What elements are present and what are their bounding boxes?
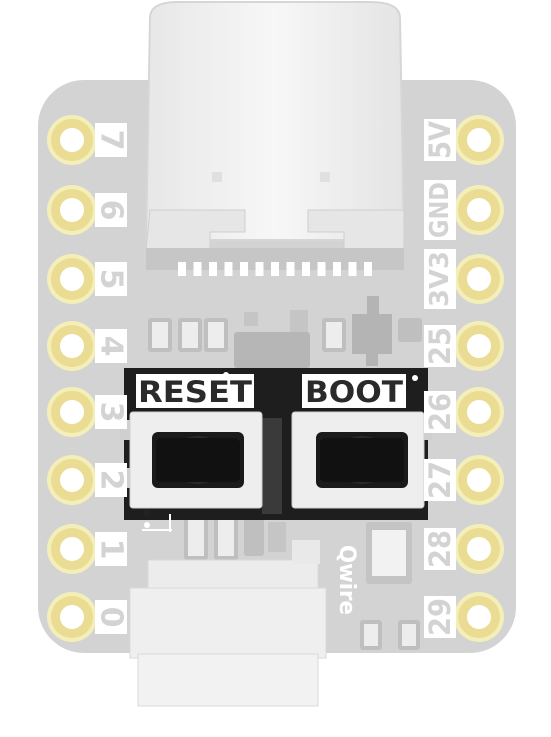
left-header-pad <box>47 321 97 371</box>
header-pads <box>47 115 504 642</box>
usb-contact <box>240 262 248 276</box>
usb-contacts <box>178 262 372 276</box>
usb-contact <box>178 262 186 276</box>
right-header-pad <box>454 592 504 642</box>
passive-components <box>148 296 422 650</box>
reset-button[interactable] <box>129 411 263 509</box>
right-pin-label: 5V <box>423 121 457 159</box>
left-header-pad <box>47 592 97 642</box>
left-pin-label: 4 <box>94 336 129 357</box>
usb-contact <box>193 262 202 276</box>
right-pin-label-bg <box>424 391 456 433</box>
silkscreen-marks <box>142 509 172 532</box>
left-pin-labels: 7 6 5 4 3 2 1 0 <box>94 123 129 634</box>
left-header-pad <box>47 254 97 304</box>
left-pin-label-bg <box>95 262 127 296</box>
left-pin-label-bg <box>95 193 127 227</box>
usb-contact <box>317 262 326 276</box>
left-header-pad <box>47 115 97 165</box>
right-pin-label: GND <box>425 182 455 238</box>
right-pin-label: 25 <box>423 327 457 365</box>
right-pin-label: 29 <box>423 598 457 636</box>
left-pin-label: 0 <box>94 607 129 628</box>
right-pin-label-bg <box>424 596 456 638</box>
left-pin-label-bg <box>95 532 127 566</box>
usb-contact <box>286 262 295 276</box>
left-pin-label: 5 <box>94 269 129 290</box>
left-pin-label: 7 <box>94 130 129 151</box>
usb-contact <box>333 262 341 276</box>
usb-contact <box>348 262 357 276</box>
qwiic-connector <box>129 540 327 707</box>
left-pin-label: 1 <box>94 539 129 560</box>
left-pin-label-bg <box>95 463 127 497</box>
usb-contact <box>364 262 372 276</box>
boot-button[interactable] <box>291 411 425 509</box>
right-header-pad <box>454 524 504 574</box>
left-header-pad <box>47 387 97 437</box>
right-header-pad <box>454 185 504 235</box>
usb-c-connector <box>144 1 406 270</box>
right-pin-label-bg <box>424 528 456 570</box>
right-header-pad <box>454 115 504 165</box>
right-pin-label: 26 <box>423 393 457 431</box>
right-pin-label: 27 <box>423 461 457 499</box>
right-pin-label-bg <box>424 459 456 501</box>
left-pin-label-bg <box>95 395 127 429</box>
reset-label: RESET <box>138 375 252 409</box>
left-header-pad <box>47 185 97 235</box>
right-pin-label: 3V3 <box>425 251 455 307</box>
boot-label: BOOT <box>305 375 403 409</box>
left-pin-label: 2 <box>94 470 129 491</box>
left-pin-label: 6 <box>94 200 129 221</box>
right-pin-label: 28 <box>423 530 457 568</box>
right-pin-label-bg <box>424 180 456 240</box>
left-header-pad <box>47 524 97 574</box>
left-pin-label-bg <box>95 600 127 634</box>
right-header-pad <box>454 321 504 371</box>
left-pin-label-bg <box>95 329 127 363</box>
right-header-pad <box>454 455 504 505</box>
usb-contact <box>255 262 264 276</box>
right-pin-label-bg <box>424 249 456 309</box>
right-header-pad <box>454 387 504 437</box>
right-header-pad <box>454 254 504 304</box>
right-pin-labels: 5V GND 3V3 25 26 27 28 29 <box>423 119 457 638</box>
qwiic-label: Qwire <box>334 545 359 615</box>
usb-contact <box>209 262 217 276</box>
usb-contact <box>224 262 233 276</box>
left-pin-label-bg <box>95 123 127 157</box>
right-pin-label-bg <box>424 119 456 161</box>
right-pin-label-bg <box>424 325 456 367</box>
left-pin-label: 3 <box>94 402 129 423</box>
left-header-pad <box>47 455 97 505</box>
usb-contact <box>271 262 279 276</box>
usb-contact <box>302 262 310 276</box>
